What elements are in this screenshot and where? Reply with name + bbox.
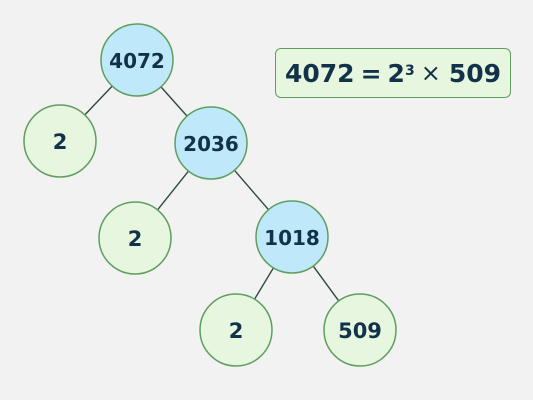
node-circle (98, 201, 172, 275)
tree-edge (84, 85, 113, 116)
node-circle (199, 293, 273, 367)
tree-edge (233, 169, 270, 211)
result-times: × (420, 59, 441, 87)
tree-edge (160, 86, 188, 117)
tree-node-prime: 2 (23, 104, 97, 178)
node-circle (174, 106, 248, 180)
tree-node-composite: 2036 (174, 106, 248, 180)
node-label: 4072 (109, 49, 165, 73)
node-label: 2 (229, 319, 244, 343)
tree-node-composite: 4072 (100, 23, 174, 97)
tree-node-composite: 1018 (255, 200, 329, 274)
node-label: 1018 (264, 226, 320, 250)
node-circle (323, 293, 397, 367)
result-base: 2 (387, 58, 405, 88)
tree-edges (84, 85, 340, 302)
result-equals: = (360, 58, 382, 88)
node-circle (100, 23, 174, 97)
tree-node-prime: 509 (323, 293, 397, 367)
result-rhs: 509 (448, 58, 501, 88)
result-lhs: 4072 (285, 58, 355, 88)
tree-node-prime: 2 (98, 201, 172, 275)
tree-edge (156, 170, 190, 211)
node-label: 2 (53, 130, 68, 154)
result-exponent: 3 (404, 63, 415, 79)
tree-nodes: 4072 2 2036 2 1018 2 509 (23, 23, 397, 367)
node-circle (23, 104, 97, 178)
node-label: 509 (338, 319, 382, 343)
tree-edge (253, 267, 275, 300)
node-circle (255, 200, 329, 274)
node-label: 2036 (183, 132, 239, 156)
tree-node-prime: 2 (199, 293, 273, 367)
tree-edge (312, 265, 340, 302)
node-label: 2 (128, 227, 143, 251)
